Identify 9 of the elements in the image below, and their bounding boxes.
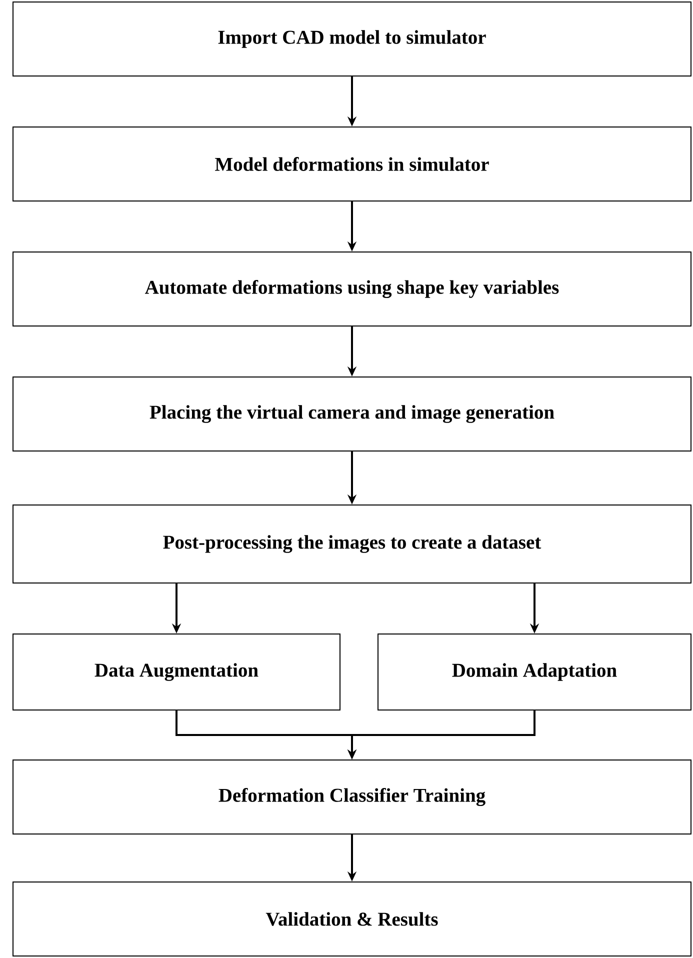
process-box: Domain Adaptation bbox=[378, 634, 692, 710]
process-box: Data Augmentation bbox=[12, 634, 340, 710]
process-box: Validation & Results bbox=[12, 882, 692, 956]
process-box: Model deformations in simulator bbox=[12, 126, 692, 202]
process-box: Deformation Classifier Training bbox=[12, 760, 692, 834]
process-box: Automate deformations using shape key variables bbox=[12, 252, 692, 326]
process-box: Placing the virtual camera and image generation bbox=[12, 376, 692, 452]
process-box: Import CAD model to simulator bbox=[12, 2, 692, 76]
process-box: Post-processing the images to create a dataset bbox=[12, 504, 692, 584]
